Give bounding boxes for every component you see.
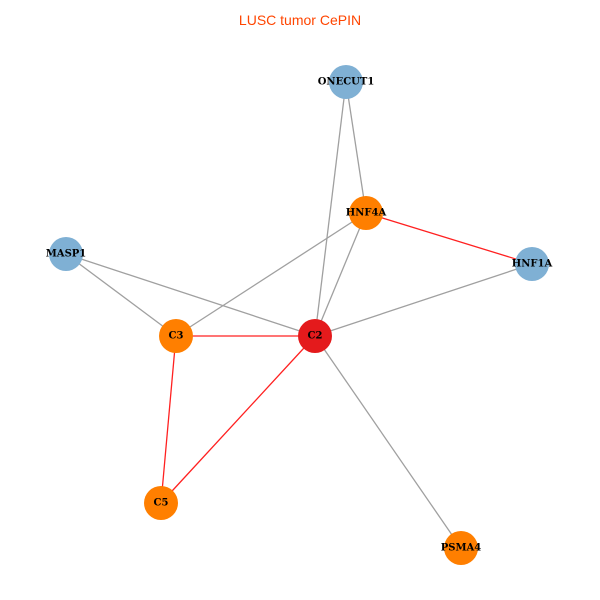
edge-ONECUT1-C2 [314,81,347,337]
edge-HNF4A-C3 [175,212,367,337]
edge-HNF4A-C2 [314,212,367,337]
edge-MASP1-C3 [65,253,177,337]
node-label: ONECUT1 [318,77,375,88]
node-label: MASP1 [46,249,87,260]
graph-title: LUSC tumor CePIN [238,12,362,28]
edge-ONECUT1-HNF4A [345,81,367,214]
edge-C2-PSMA4 [314,335,462,549]
node-C3[interactable]: C3 [159,319,193,353]
edge-HNF4A-HNF1A [365,212,533,265]
node-HNF4A[interactable]: HNF4A [346,196,387,230]
node-circle[interactable] [159,319,193,353]
node-HNF1A[interactable]: HNF1A [512,247,553,281]
node-circle[interactable] [444,531,478,565]
node-label: HNF4A [346,208,387,219]
node-circle[interactable] [144,486,178,520]
node-MASP1[interactable]: MASP1 [46,237,87,271]
node-circle[interactable] [515,247,549,281]
edge-C3-C5 [160,335,177,504]
node-ONECUT1[interactable]: ONECUT1 [318,65,375,99]
node-label: PSMA4 [441,543,482,554]
node-circle[interactable] [349,196,383,230]
node-label: C2 [308,331,323,342]
node-label: C5 [154,498,169,509]
node-PSMA4[interactable]: PSMA4 [441,531,482,565]
edge-MASP1-C2 [65,253,316,337]
node-label: C3 [169,331,184,342]
node-label: HNF1A [512,259,553,270]
node-C2[interactable]: C2 [298,319,332,353]
edge-C2-C5 [160,335,316,504]
node-circle[interactable] [49,237,83,271]
node-circle[interactable] [329,65,363,99]
node-C5[interactable]: C5 [144,486,178,520]
edge-HNF1A-C2 [314,263,533,337]
node-circle[interactable] [298,319,332,353]
